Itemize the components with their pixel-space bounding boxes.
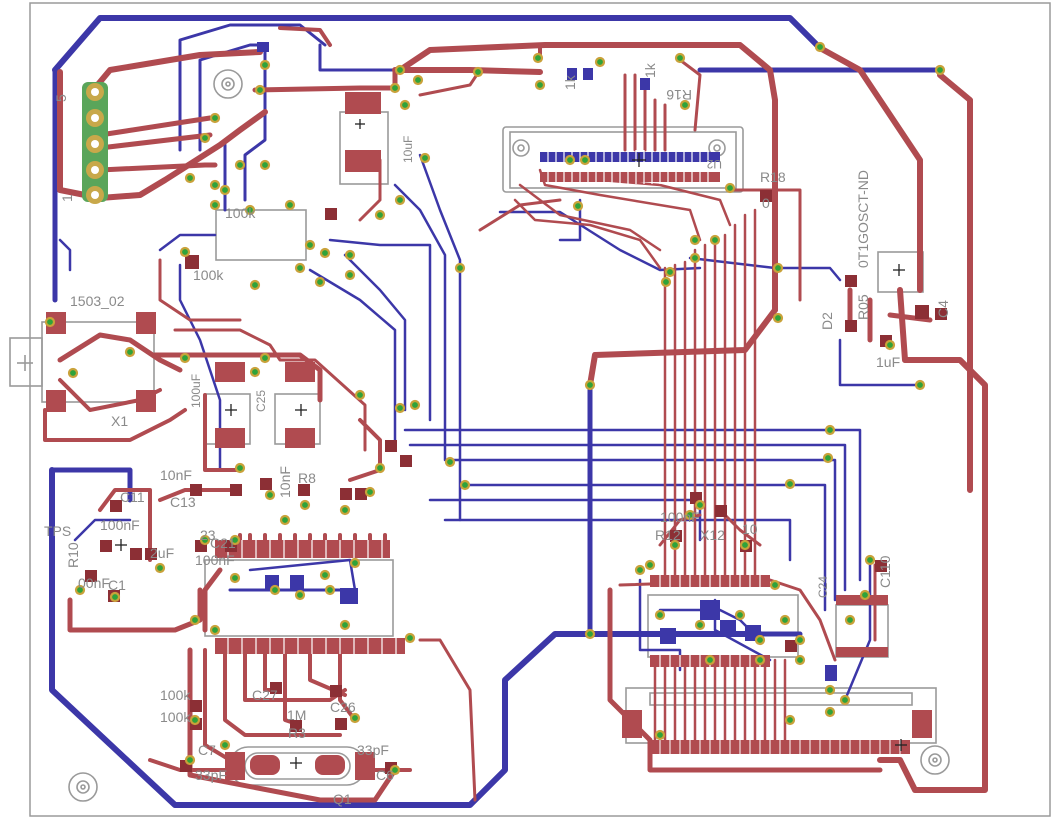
label-10nf: 10nF: [277, 466, 293, 498]
label-100nf: 100nF: [100, 517, 140, 533]
label-10uf: 10uF: [401, 136, 415, 163]
label-r12: R12: [655, 527, 681, 543]
vias: [44, 41, 946, 776]
label-100nf-d: 100nF: [195, 552, 235, 568]
audio-jack-outline: [9, 337, 43, 387]
label-33pf-a: 33pF: [195, 767, 227, 783]
label-r18-value: 0: [762, 195, 770, 211]
label-u2: U2: [706, 157, 722, 171]
mounting-hole-bottom-left: [68, 772, 98, 802]
mounting-hole-top: [213, 69, 243, 99]
label-c13: C13: [170, 494, 196, 510]
label-1m: 1M: [287, 707, 306, 723]
label-r3: R3: [288, 725, 306, 741]
label-j1-pin5: 5: [53, 94, 69, 102]
u2-connector-outline: [502, 126, 744, 193]
lower-right-connector-outline: [625, 687, 937, 744]
label-33pf-b: 33pF: [357, 742, 389, 758]
board-outline: [29, 2, 1051, 817]
label-c24: C24: [816, 576, 830, 598]
label-c1: C1: [108, 577, 126, 593]
label-r8: R8: [298, 470, 316, 486]
label-c26: C26: [330, 699, 356, 715]
label-c6: C6: [376, 767, 394, 783]
label-100k-b: 100k: [160, 687, 191, 703]
lower-right-connector-pins: [650, 740, 910, 754]
mounting-hole-bottom-right: [920, 745, 950, 775]
label-j1-pin1: 1: [59, 194, 75, 202]
label-x12: X12: [700, 527, 725, 543]
label-23: 23: [200, 527, 216, 543]
label-c25: C25: [254, 390, 268, 412]
label-r18: R18: [760, 169, 786, 185]
label-100nf-c: 100nF: [660, 509, 700, 525]
label-100k-top: 100k: [225, 205, 256, 221]
header-pins: [82, 82, 108, 204]
label-part-number: 0T1GOSCT-ND: [855, 170, 871, 268]
label-c11: C11: [120, 489, 145, 505]
crosshair-marks: [115, 119, 907, 769]
label-d2: D2: [819, 312, 835, 330]
silkscreen-labels: 5 1 1503_02 X1 10nF C13 TPS R10 100nF 2u…: [44, 62, 951, 807]
label-tps: TPS: [44, 523, 71, 539]
passive-pads: [85, 190, 947, 774]
label-c7: C7: [198, 742, 216, 758]
label-r10: R10: [65, 542, 81, 568]
label-ten: 10: [742, 521, 758, 537]
bottom-pads: [257, 42, 837, 681]
label-100k: 100k: [193, 267, 224, 283]
label-conn-1503: 1503_02: [70, 293, 125, 309]
label-00nf: 00nF: [78, 575, 110, 591]
u2-connector-pins: [540, 150, 720, 184]
label-r05: R05: [855, 294, 871, 320]
label-c21: C21: [210, 535, 236, 551]
label-q1: Q1: [333, 791, 352, 807]
silkscreen-layer: [9, 69, 950, 802]
label-100k-c: 100k: [160, 709, 191, 725]
label-c4: C4: [935, 300, 951, 318]
label-1uf: 1uF: [876, 354, 900, 370]
label-100uf: 100uF: [189, 374, 203, 408]
label-c13-value: 10nF: [160, 467, 192, 483]
label-x1: X1: [111, 413, 128, 429]
label-2uf: 2uF: [150, 545, 174, 561]
label-c27: C27: [252, 687, 278, 703]
label-1k-b: 1k: [562, 74, 578, 90]
label-c110: C110: [877, 555, 893, 588]
smd-pads: [46, 92, 932, 780]
label-1k: 1k: [642, 62, 658, 78]
label-r16: R16: [666, 87, 692, 103]
